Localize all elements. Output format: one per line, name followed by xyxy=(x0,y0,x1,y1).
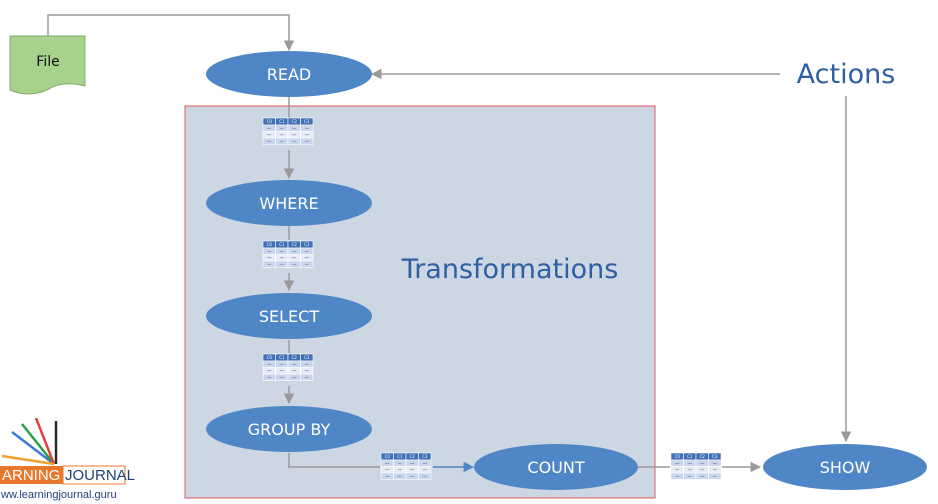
table-column-header: C3 xyxy=(304,242,310,247)
file-document-icon xyxy=(9,35,86,95)
node-read xyxy=(206,51,372,97)
node-show-label: SHOW xyxy=(820,458,871,477)
table-icon: C0 C1 C2 C3 xyxy=(262,353,314,381)
logo-url: ww.learningjournal.guru xyxy=(0,489,117,501)
table-column-header: C2 xyxy=(410,454,416,459)
logo-name-right: JOURNAL xyxy=(65,467,135,484)
table-column-header: C1 xyxy=(279,355,285,360)
table-column-header: C2 xyxy=(292,355,298,360)
node-read-label: READ xyxy=(267,65,312,84)
table-column-header: C1 xyxy=(279,119,285,124)
table-column-header: C1 xyxy=(397,454,403,459)
transformations-label: Transformations xyxy=(401,254,619,285)
node-select-label: SELECT xyxy=(259,307,319,326)
table-column-header: C0 xyxy=(675,454,681,459)
logo-name-left: ARNING xyxy=(2,467,60,484)
node-group-by-label: GROUP BY xyxy=(248,420,331,439)
arrow-groupby-to-table4 xyxy=(288,453,380,468)
table-column-header: C0 xyxy=(267,242,273,247)
node-where xyxy=(206,180,372,226)
file-label: File xyxy=(36,54,59,70)
node-count xyxy=(474,444,638,490)
table-column-header: C3 xyxy=(304,119,310,124)
table-column-header: C2 xyxy=(292,119,298,124)
learning-journal-logo: ARNING JOURNAL ww.learningjournal.guru xyxy=(0,417,135,501)
node-select xyxy=(206,293,372,339)
table-icon: C0 C1 C2 C3 xyxy=(262,240,314,268)
node-count-label: COUNT xyxy=(527,458,584,477)
table-column-header: C1 xyxy=(687,454,693,459)
node-group-by xyxy=(206,406,372,452)
table-column-header: C2 xyxy=(700,454,706,459)
actions-label: Actions xyxy=(797,59,896,90)
table-icon: C0 C1 C2 C3 xyxy=(670,452,722,480)
table-column-header: C3 xyxy=(422,454,428,459)
table-icon: C0 C1 C2 C3 xyxy=(380,452,432,480)
table-column-header: C3 xyxy=(304,355,310,360)
table-column-header: C3 xyxy=(712,454,718,459)
node-where-label: WHERE xyxy=(259,194,318,213)
table-column-header: C0 xyxy=(267,119,273,124)
arrow-file-to-read xyxy=(47,14,295,52)
table-column-header: C0 xyxy=(267,355,273,360)
table-column-header: C2 xyxy=(292,242,298,247)
table-column-header: C0 xyxy=(385,454,391,459)
table-column-header: C1 xyxy=(279,242,285,247)
node-show xyxy=(763,444,927,490)
table-icon: C0 C1 C2 C3 xyxy=(262,117,314,145)
